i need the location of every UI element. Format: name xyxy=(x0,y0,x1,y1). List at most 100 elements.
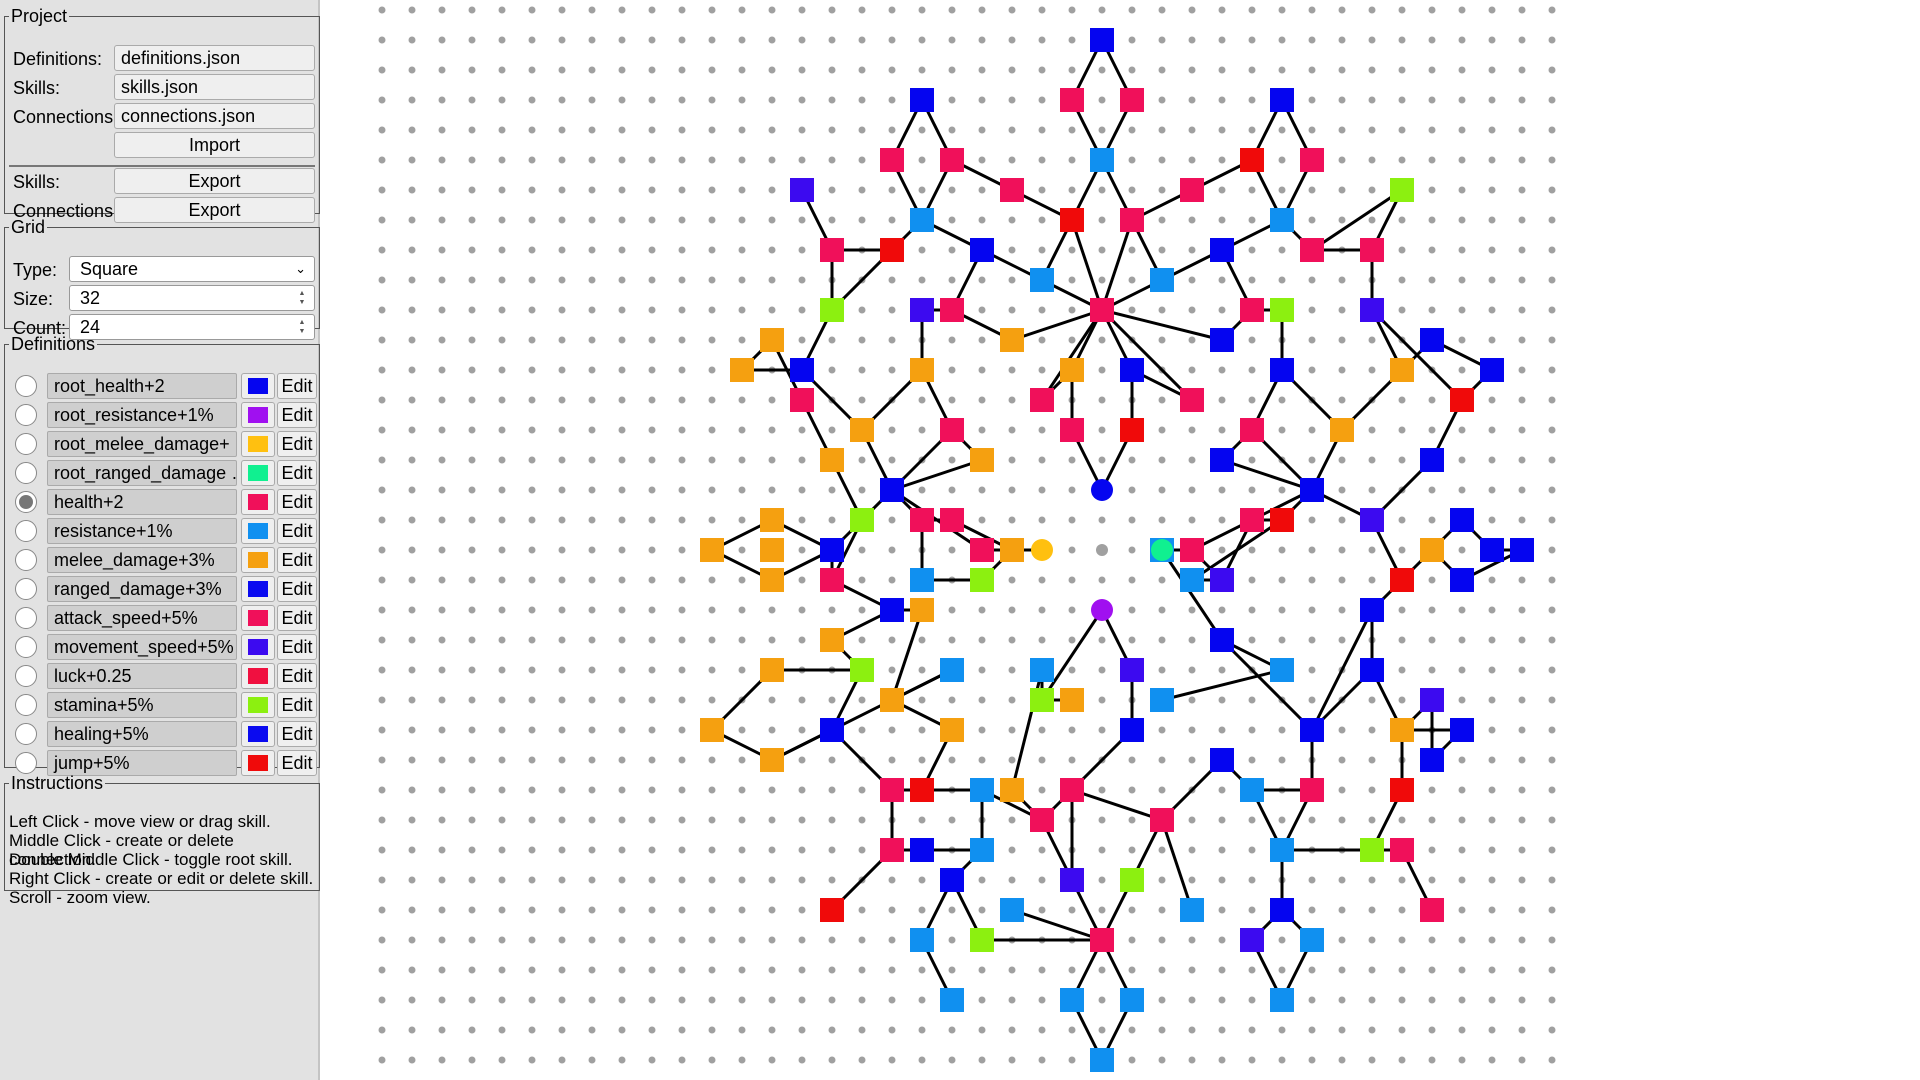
skill-node[interactable] xyxy=(1060,688,1084,712)
export-skills-button[interactable]: Export xyxy=(114,168,315,194)
skill-node[interactable] xyxy=(1270,658,1294,682)
skill-node[interactable] xyxy=(820,718,844,742)
skill-node[interactable] xyxy=(1120,658,1144,682)
skill-node[interactable] xyxy=(970,568,994,592)
color-picker[interactable] xyxy=(241,431,275,457)
skill-node[interactable] xyxy=(760,568,784,592)
connection-line[interactable] xyxy=(1160,819,1194,911)
skill-node[interactable] xyxy=(1240,418,1264,442)
skill-node[interactable] xyxy=(850,418,874,442)
definition-radio[interactable] xyxy=(15,578,37,600)
skill-node[interactable] xyxy=(1360,298,1384,322)
skill-node[interactable] xyxy=(1210,448,1234,472)
skill-node[interactable] xyxy=(1120,358,1144,382)
definition-radio[interactable] xyxy=(15,520,37,542)
connection-line[interactable] xyxy=(1160,549,1224,641)
skill-node[interactable] xyxy=(1360,658,1384,682)
skill-node[interactable] xyxy=(1270,508,1294,532)
skill-node[interactable] xyxy=(760,538,784,562)
skill-node[interactable] xyxy=(970,238,994,262)
color-picker[interactable] xyxy=(241,605,275,631)
edit-button[interactable]: Edit xyxy=(277,576,317,602)
color-picker[interactable] xyxy=(241,750,275,776)
skill-node[interactable] xyxy=(1330,418,1354,442)
skill-node[interactable] xyxy=(760,658,784,682)
definition-name[interactable]: healing+5% xyxy=(47,721,237,747)
definition-row[interactable]: movement_speed+5%Edit xyxy=(9,634,317,660)
color-picker[interactable] xyxy=(241,518,275,544)
connection-line[interactable] xyxy=(1071,788,1163,822)
definition-radio[interactable] xyxy=(15,665,37,687)
skill-node[interactable] xyxy=(700,718,724,742)
skill-node[interactable] xyxy=(820,538,844,562)
skill-node[interactable] xyxy=(790,178,814,202)
skill-node[interactable] xyxy=(1210,238,1234,262)
skill-node[interactable] xyxy=(910,928,934,952)
skill-node[interactable] xyxy=(1120,208,1144,232)
skill-node[interactable] xyxy=(1270,988,1294,1012)
skill-node[interactable] xyxy=(1390,568,1414,592)
connection-line[interactable] xyxy=(1011,908,1103,942)
skill-node[interactable] xyxy=(1090,928,1114,952)
definition-name[interactable]: attack_speed+5% xyxy=(47,605,237,631)
connection-line[interactable] xyxy=(1040,609,1104,701)
skill-node[interactable] xyxy=(1510,538,1534,562)
root-skill-node[interactable] xyxy=(1091,479,1113,501)
edit-button[interactable]: Edit xyxy=(277,373,317,399)
grid-type-select[interactable]: Square ⌄ xyxy=(69,256,315,282)
skill-node[interactable] xyxy=(1300,778,1324,802)
skill-node[interactable] xyxy=(1150,688,1174,712)
connection-line[interactable] xyxy=(1100,308,1194,402)
edit-button[interactable]: Edit xyxy=(277,605,317,631)
color-picker[interactable] xyxy=(241,373,275,399)
skill-node[interactable] xyxy=(910,508,934,532)
skill-node[interactable] xyxy=(820,628,844,652)
skill-node[interactable] xyxy=(1420,448,1444,472)
definition-name[interactable]: stamina+5% xyxy=(47,692,237,718)
edit-button[interactable]: Edit xyxy=(277,692,317,718)
skill-nodes[interactable] xyxy=(700,28,1534,1072)
skill-node[interactable] xyxy=(1480,538,1504,562)
edit-button[interactable]: Edit xyxy=(277,518,317,544)
skill-node[interactable] xyxy=(1210,748,1234,772)
skill-node[interactable] xyxy=(910,838,934,862)
edit-button[interactable]: Edit xyxy=(277,460,317,486)
skill-node[interactable] xyxy=(910,208,934,232)
definition-name[interactable]: root_melee_damage+ … xyxy=(47,431,237,457)
color-picker[interactable] xyxy=(241,663,275,689)
skill-node[interactable] xyxy=(1210,628,1234,652)
skills-file-input[interactable]: skills.json xyxy=(114,74,315,100)
skill-node[interactable] xyxy=(850,658,874,682)
skill-node[interactable] xyxy=(1420,898,1444,922)
skill-node[interactable] xyxy=(1030,688,1054,712)
skill-node[interactable] xyxy=(1000,538,1024,562)
skill-node[interactable] xyxy=(1390,838,1414,862)
skill-node[interactable] xyxy=(1240,778,1264,802)
color-picker[interactable] xyxy=(241,460,275,486)
skill-node[interactable] xyxy=(1270,298,1294,322)
definition-name[interactable]: resistance+1% xyxy=(47,518,237,544)
skill-node[interactable] xyxy=(1060,778,1084,802)
skill-node[interactable] xyxy=(1180,538,1204,562)
skill-node[interactable] xyxy=(1240,508,1264,532)
connection-line[interactable] xyxy=(1191,518,1283,582)
skill-node[interactable] xyxy=(1030,268,1054,292)
definition-row[interactable]: root_ranged_damage …Edit xyxy=(9,460,317,486)
skill-node[interactable] xyxy=(880,838,904,862)
skill-node[interactable] xyxy=(1060,418,1084,442)
connection-line[interactable] xyxy=(1100,219,1134,311)
spinner-icon[interactable]: ▲▼ xyxy=(298,319,306,335)
definition-row[interactable]: root_resistance+1%Edit xyxy=(9,402,317,428)
definition-row[interactable]: stamina+5% Edit xyxy=(9,692,317,718)
skill-node[interactable] xyxy=(940,718,964,742)
skill-node[interactable] xyxy=(1420,538,1444,562)
edit-button[interactable]: Edit xyxy=(277,663,317,689)
definition-radio[interactable] xyxy=(15,636,37,658)
edit-button[interactable]: Edit xyxy=(277,431,317,457)
skill-node[interactable] xyxy=(1090,1048,1114,1072)
skill-node[interactable] xyxy=(850,508,874,532)
skill-node[interactable] xyxy=(1030,388,1054,412)
root-skill-node[interactable] xyxy=(1091,599,1113,621)
skill-node[interactable] xyxy=(940,868,964,892)
skill-node[interactable] xyxy=(940,298,964,322)
